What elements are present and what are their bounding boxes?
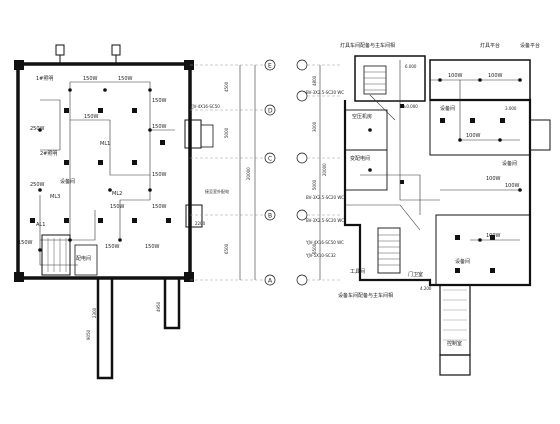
panel-label: ML2	[112, 191, 122, 197]
room-label: 工具间	[350, 268, 365, 275]
right-stair-top	[363, 65, 387, 95]
dim: 4800	[312, 75, 317, 86]
left-side-room-3	[185, 204, 203, 228]
left-lamps	[38, 88, 152, 252]
cable-note: YJV-5X10-SC32	[305, 253, 336, 258]
lamp-watt: 100W	[466, 133, 481, 139]
dim: 4500	[224, 81, 229, 92]
right-stair-bottom	[377, 227, 401, 274]
left-outer-wall	[16, 62, 192, 280]
corner-column	[14, 60, 24, 70]
level-mark: 4.200	[420, 286, 432, 291]
room-label: 控制室	[447, 340, 462, 347]
lamp-watt: 250W	[30, 182, 45, 188]
dim: 5500	[312, 243, 317, 254]
dim: 2300	[92, 307, 97, 318]
corner-column	[184, 60, 194, 70]
dim: 5000	[224, 127, 229, 138]
right-title: 灯具平台	[480, 42, 500, 49]
left-side-room-2	[200, 124, 214, 148]
right-annex-end	[439, 354, 471, 376]
dim: 3000	[312, 121, 317, 132]
left-label: 1#照明	[36, 76, 53, 82]
lamp-watt: 150W	[105, 244, 120, 250]
column	[111, 44, 121, 56]
left-stair-room	[41, 234, 71, 276]
lamp-watt: 150W	[152, 98, 167, 104]
left-distribution-room	[74, 244, 98, 276]
lamp-watt: 150W	[145, 244, 160, 250]
left-floor-plan: 1#照明 YJV-4X16-SC50 150W 150W 150W 150W 1…	[14, 44, 270, 380]
dim: 20000	[246, 167, 251, 180]
left-side-room	[184, 119, 202, 149]
axis-label: D	[268, 108, 273, 115]
lamp-watt: 100W	[505, 183, 520, 189]
left-label: YJV-4X16-SC50	[189, 104, 220, 109]
right-title: 设备平台	[520, 42, 540, 49]
lamp-watt: 150W	[84, 114, 99, 120]
dim: 4950	[156, 301, 161, 312]
lamp-watt: 250W	[30, 126, 45, 132]
lamp-watt: 150W	[152, 172, 167, 178]
column	[55, 44, 65, 56]
room-label: 设备间	[440, 105, 455, 112]
right-title: 设备车间配备与主车间相	[338, 292, 393, 299]
right-floor-plan: 灯具车间配备与主车间相 灯具平台 设备平台 设备车间配备与主车间相 100W 1…	[305, 42, 551, 376]
left-bottom-shaft-2	[163, 276, 181, 330]
right-upper-room	[354, 55, 426, 102]
level-mark: 3.000	[505, 106, 517, 111]
dim: 2200	[195, 221, 206, 226]
dim: 9050	[86, 329, 91, 340]
interior-columns	[30, 108, 171, 223]
dim: 20000	[322, 163, 327, 176]
corner-column	[14, 272, 24, 282]
axis-label: C	[268, 156, 272, 163]
lamp-watt: 150W	[110, 204, 125, 210]
cable-note: YJV-4X16-SC50 WC	[305, 240, 344, 245]
axis-label: A	[268, 278, 273, 285]
lamp-watt: 150W	[118, 76, 133, 82]
room-label: 门卫室	[408, 271, 423, 278]
left-axis-lines	[190, 64, 270, 281]
axis-label: B	[268, 213, 272, 220]
right-title: 灯具车间配备与主车间相	[340, 42, 395, 49]
level-mark: ±0.000	[403, 104, 418, 109]
cable-note: BV-3X2.5-SC20 WC	[306, 218, 344, 223]
lamp-watt: 100W	[486, 233, 501, 239]
cable-note: BV-3X2.5-SC20 WC	[306, 195, 344, 200]
room-label: 变配电间	[350, 155, 370, 162]
right-outer-wall	[343, 98, 532, 287]
lamp-watt: 150W	[18, 240, 33, 246]
lamp-watt: 100W	[448, 73, 463, 79]
room-label: 设备间	[502, 160, 517, 167]
room-label: 设备间	[455, 258, 470, 265]
right-side-box	[529, 119, 551, 151]
room-label: 设备间	[60, 178, 75, 185]
axis-bubbles: E D C B A	[264, 59, 308, 286]
right-equipment-room-2	[435, 214, 531, 286]
room-label: 配电间	[76, 255, 91, 262]
left-label: 2#照明	[40, 151, 57, 157]
dim: 6500	[224, 243, 229, 254]
cable-note: BV-3X2.5-SC20 WC	[306, 90, 344, 95]
lamp-watt: 150W	[152, 124, 167, 130]
corner-column	[184, 272, 194, 282]
side-note: 接至室外配电	[205, 188, 229, 194]
room-label: 空压机房	[352, 113, 372, 120]
right-transformer-room	[344, 149, 388, 191]
left-bottom-shaft	[96, 276, 114, 380]
lamp-watt: 150W	[152, 204, 167, 210]
level-mark: 6.000	[405, 64, 417, 69]
lamp-watt: 100W	[486, 176, 501, 182]
lamp-watt: 150W	[83, 76, 98, 82]
axis-label: E	[268, 63, 272, 70]
stair-lines	[47, 238, 67, 272]
panel-label: AL1	[36, 222, 45, 228]
lamp-watt: 100W	[488, 73, 503, 79]
panel-label: ML1	[100, 141, 110, 147]
panel-label: ML3	[50, 194, 60, 200]
dim: 5000	[312, 179, 317, 190]
